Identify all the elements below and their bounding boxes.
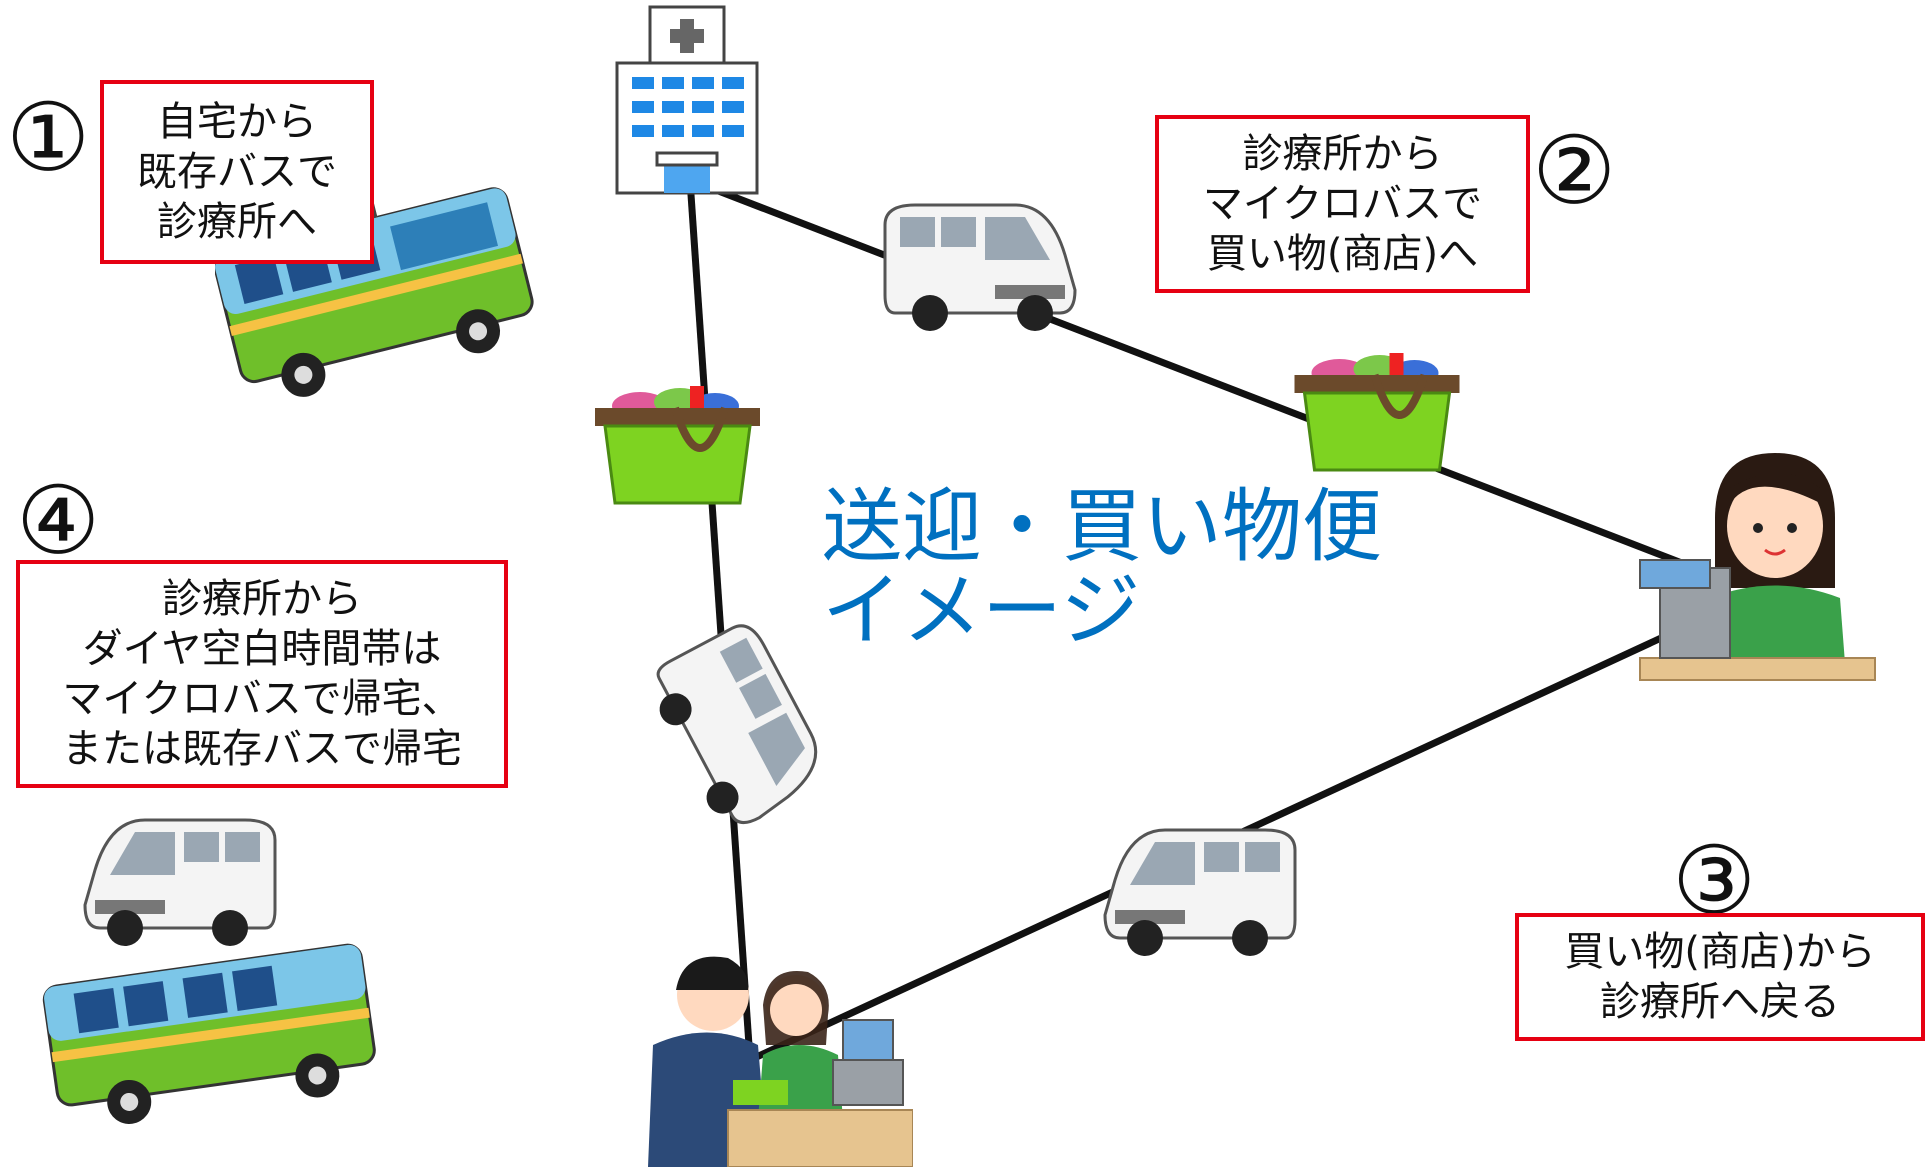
step-3-number: ③ (1672, 827, 1757, 936)
step-4-line-1: 診療所から (162, 576, 362, 622)
step-2-line-2: マイクロバスで (1202, 181, 1483, 227)
step-1-line-2: 既存バスで (137, 149, 337, 195)
microbus-icon (1103, 828, 1297, 956)
step-4-number: ④ (16, 467, 101, 576)
step-4-box: 診療所から ダイヤ空白時間帯は マイクロバスで帰宅、 または既存バスで帰宅 (16, 560, 508, 788)
microbus-icon (883, 203, 1077, 331)
step-3-line-1: 買い物(商店)から (1564, 929, 1876, 975)
microbus-icon (656, 624, 818, 824)
step-4-line-3: マイクロバスで帰宅、 (62, 676, 462, 722)
step-2-number: ② (1532, 117, 1617, 226)
step-2-line-3: 買い物(商店)へ (1206, 231, 1479, 277)
step-2-line-1: 診療所から (1242, 131, 1443, 177)
diagram-title-line-2: イメージ (822, 564, 1141, 657)
route-bus-icon (42, 943, 376, 1124)
diagram-title: 送迎・買い物便 イメージ (822, 485, 1382, 653)
step-4-line-4: または既存バスで帰宅 (62, 726, 462, 772)
microbus-icon (83, 818, 277, 946)
step-1-box: 自宅から 既存バスで 診療所へ (100, 80, 374, 264)
shopping-basket-icon (1294, 353, 1460, 472)
step-1-number: ① (6, 84, 91, 193)
diagram-title-line-1: 送迎・買い物便 (822, 480, 1382, 573)
shopping-basket-icon (595, 386, 760, 505)
shop-clerk-icon (1639, 453, 1876, 681)
step-3-box: 買い物(商店)から 診療所へ戻る (1515, 913, 1925, 1041)
step-3-line-2: 診療所へ戻る (1600, 979, 1840, 1025)
step-1-line-1: 自宅から (157, 99, 317, 145)
checkout-counter-icon (648, 956, 913, 1167)
step-2-box: 診療所から マイクロバスで 買い物(商店)へ (1155, 115, 1530, 293)
step-1-line-3: 診療所へ (157, 199, 317, 245)
clinic-building-icon (615, 5, 759, 195)
step-4-line-2: ダイヤ空白時間帯は (82, 626, 442, 672)
